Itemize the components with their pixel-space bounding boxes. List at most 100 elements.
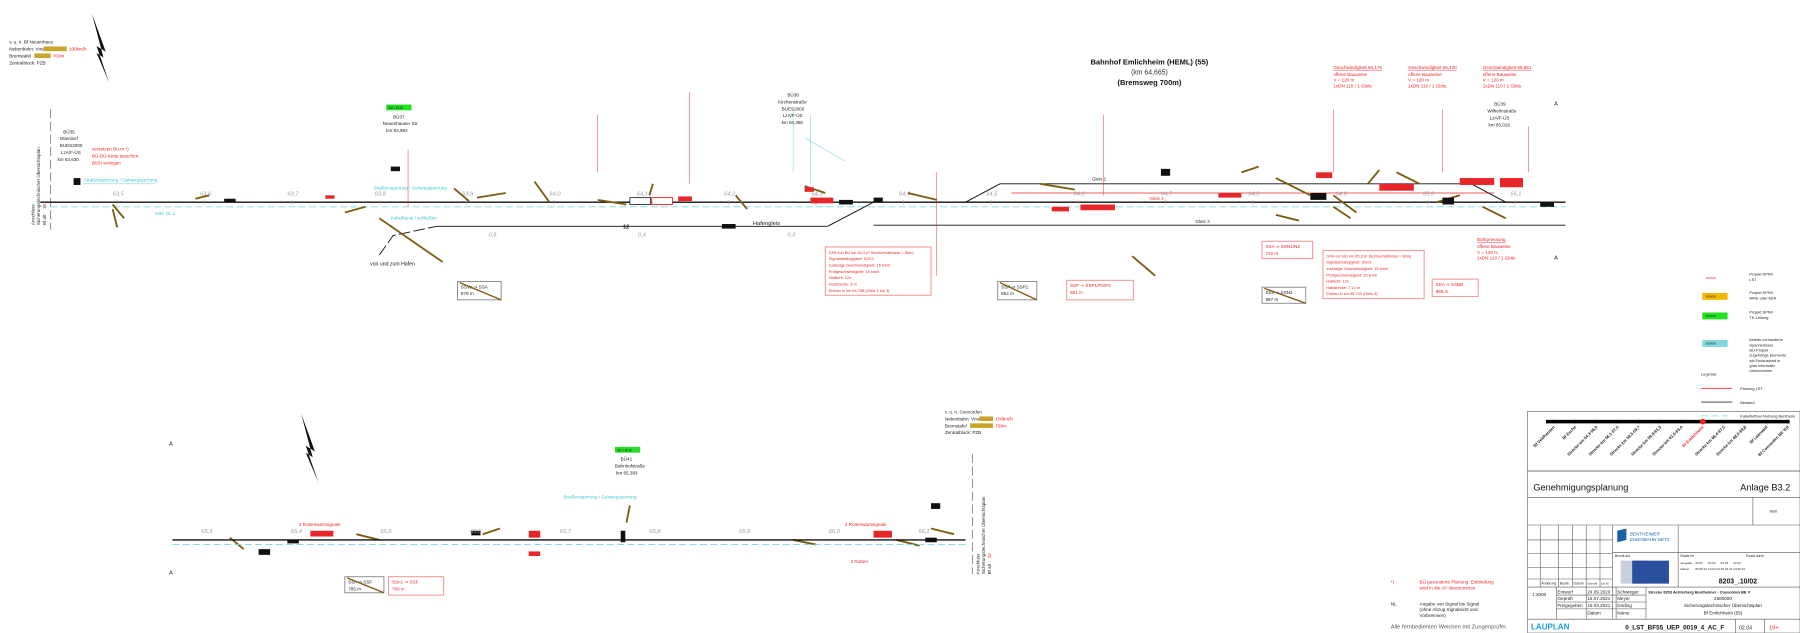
void-mark bbox=[346, 577, 385, 594]
legend-swatch-text: xxxxxx bbox=[1706, 276, 1717, 280]
legend-swatch-green bbox=[1702, 312, 1728, 320]
crossing-line: BÜ41 bbox=[621, 456, 633, 462]
distance-box bbox=[1261, 240, 1314, 259]
approval-date: 15.07.2021 bbox=[1587, 596, 1610, 601]
info-value: 700m bbox=[53, 53, 65, 58]
signal-mark bbox=[1332, 206, 1352, 220]
crossing-line: LzA/F-ÜS bbox=[783, 112, 803, 118]
distance-length: 879 m bbox=[461, 291, 474, 296]
warning-note: 2 Rottenwarnsignale bbox=[299, 522, 341, 527]
crossing-line: LzA/F-ÜS bbox=[1490, 114, 1510, 120]
road-closure-note: Straßensperrung / Gehwegsperrung bbox=[563, 495, 637, 500]
speed-note-line: 1xDN 110 / 1 Gbits bbox=[1333, 83, 1372, 88]
crossing-line: Oberdorf bbox=[60, 136, 79, 141]
connection-sheet: 20 bbox=[987, 553, 992, 559]
signal-elements bbox=[73, 91, 1555, 557]
note-text: (ohne Abzug Signalsicht und bbox=[1420, 607, 1479, 612]
legend-label: zugehörige Elemente bbox=[1749, 353, 1786, 358]
distance-length: 852 m bbox=[1001, 291, 1014, 296]
scale: 1:2000 bbox=[1532, 592, 1546, 597]
gfa-line: zulässige Geschwindigkeit: 15 km/h bbox=[829, 263, 891, 268]
planned-element bbox=[1316, 172, 1333, 179]
km-mark: 63,8 bbox=[375, 191, 387, 197]
section-marker: A bbox=[169, 442, 173, 448]
issue-date: 05.05.22 bbox=[1695, 567, 1707, 571]
km-mark: 64,3 bbox=[811, 191, 823, 197]
tk-badge bbox=[614, 446, 641, 453]
plan-type: Sicherungstechnischer Übersichtsplan bbox=[1684, 602, 1762, 608]
legend-swatch-orange bbox=[1702, 292, 1728, 300]
issue: 02.01 bbox=[1695, 561, 1703, 565]
warning-note: 2 Rotten bbox=[851, 559, 869, 564]
distance-route: SSn1 ⇒ SSF bbox=[392, 580, 419, 585]
speed-note-line: offene Bauweise bbox=[1477, 244, 1511, 249]
gfa-box bbox=[824, 246, 932, 296]
km-mark: 65,8 bbox=[649, 529, 661, 535]
distance-length: 760 m bbox=[392, 586, 405, 591]
approval-name: Döding bbox=[1617, 603, 1632, 608]
km-mark: 64,0 bbox=[549, 191, 561, 197]
km-mark: 66,0 bbox=[829, 529, 841, 535]
company-name: BENTHEIMER bbox=[1630, 531, 1661, 536]
station-name: Bf Emlichheim (55) bbox=[1704, 611, 1743, 616]
company-logo bbox=[1614, 527, 1676, 550]
planning-phase: Genehmigungsplanung bbox=[1533, 483, 1628, 493]
crossing-line: km 63,983 bbox=[386, 128, 408, 133]
gfa-line: Haltstrecke: 8 m bbox=[829, 281, 857, 286]
signal-mark bbox=[1482, 205, 1507, 220]
route-station-dot bbox=[1573, 419, 1578, 424]
existing-element bbox=[471, 530, 481, 536]
signal-mark bbox=[792, 539, 817, 546]
gfa-line: Einbau in km 65,743 (Gleis 3) bbox=[1326, 291, 1378, 296]
approval-date: Datum bbox=[1587, 611, 1601, 616]
signal-mark bbox=[476, 192, 506, 199]
existing-element bbox=[1442, 197, 1455, 205]
gfa-line: Haltstrecke: 7,14 m bbox=[1326, 285, 1360, 290]
distance-length: 785 m bbox=[348, 586, 361, 591]
legend-swatch-text: xxxxxx bbox=[1706, 342, 1717, 346]
signal-mark bbox=[597, 198, 627, 206]
note-text: wird in die AP übernommen bbox=[1420, 585, 1476, 590]
top-left-info: v. u. n. Bf Neuenhaus Nebenbahn: Vmax 10… bbox=[9, 40, 87, 66]
speed-note-line: V = 120 m bbox=[1483, 78, 1504, 83]
gfa-line: Einbau in km 64,768 (Gleis 1 bis 3) bbox=[829, 288, 890, 293]
signal-box bbox=[651, 197, 673, 205]
speed-note-line: V = 120 m bbox=[1477, 250, 1498, 255]
legend-label: Spannerloses bbox=[1749, 342, 1773, 347]
field-label: Ausgabe bbox=[1680, 561, 1692, 565]
route-station-dot bbox=[1594, 419, 1599, 424]
route-station-dot bbox=[1616, 419, 1620, 424]
legend-label: LST bbox=[1749, 277, 1757, 282]
km-mark: 65,7 bbox=[560, 529, 572, 535]
issue: 02.02 bbox=[1708, 561, 1716, 565]
switch bbox=[1471, 183, 1506, 203]
route-station-dot bbox=[1764, 419, 1769, 424]
route-station-dot bbox=[1743, 419, 1748, 424]
crossing-bue37: BÜ / BUE BÜ37 Neuenhauser Str. km 63,983 bbox=[383, 104, 418, 133]
km-mark: 64,4 bbox=[899, 191, 910, 197]
existing-element bbox=[839, 199, 853, 205]
signal-mark bbox=[1241, 165, 1259, 174]
route-station-dot bbox=[1637, 419, 1641, 424]
title-block: Genehmigungsplanung Anlage B3.2 Blatt Än… bbox=[1527, 470, 1800, 633]
sheet-number: 19+ bbox=[1769, 626, 1779, 632]
note-text: BÜ gesonderte Planung. Einbindung bbox=[1420, 579, 1495, 585]
gfa-line: Haltlicht: 12s bbox=[1326, 279, 1348, 284]
km-mark: 66,1 bbox=[918, 529, 929, 535]
route-station-dot bbox=[1658, 419, 1663, 424]
section-marker: A bbox=[169, 570, 173, 576]
km-mark: 65,1 bbox=[1510, 191, 1521, 197]
harbour-track-label: Hafengleis bbox=[753, 221, 780, 227]
note-text: Angabe von Signal bis Signal bbox=[1420, 601, 1480, 606]
km-mark: 64,5 bbox=[986, 191, 998, 197]
gfa-line: GFA von BÜ km 65,3 (F Sichtverhältnisse … bbox=[1326, 253, 1412, 258]
note-text: Alle fernbedienten Weichen mit Zungenprü… bbox=[1391, 624, 1508, 630]
planned-element bbox=[1500, 178, 1523, 188]
distance-length: 988 m bbox=[1436, 289, 1449, 294]
km-mark: 64,1 bbox=[637, 191, 648, 197]
rev-header: Lfd.Nr. bbox=[1601, 582, 1609, 586]
